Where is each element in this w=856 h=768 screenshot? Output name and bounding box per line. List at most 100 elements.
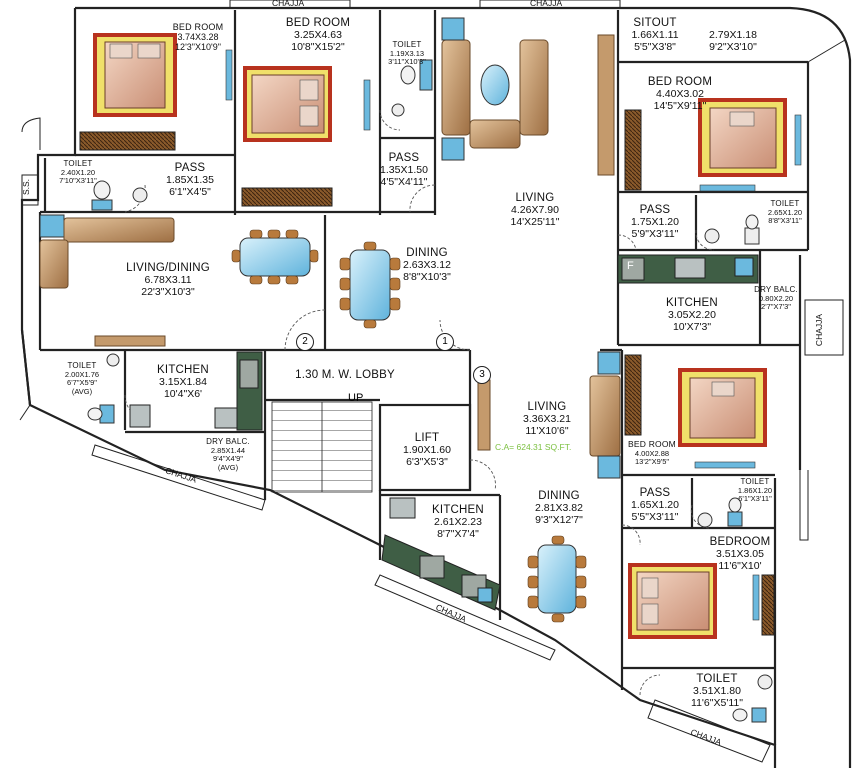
staircase-icon	[271, 401, 373, 493]
toilet-fixture-icon	[391, 59, 433, 117]
room-dim-ft: 7'10"X3'11"	[59, 176, 97, 186]
room-dim-m: 2.63X3.12	[403, 258, 451, 271]
fridge-label: F	[627, 260, 634, 272]
window-icon	[694, 461, 756, 469]
wardrobe-icon	[79, 131, 176, 151]
tv-unit-icon	[597, 34, 615, 176]
room-label-pass-3: PASS 1.75X1.20 5'9"X3'11"	[631, 204, 679, 240]
room-dim-ft: 10'X7'3"	[672, 320, 712, 333]
room-name: LIVING/DINING	[126, 262, 210, 274]
room-name: TOILET	[63, 159, 93, 168]
toilet-fixture-icon	[91, 180, 148, 211]
stair-up-label: UP	[348, 392, 364, 404]
room-label-living-dining: LIVING/DINING 6.78X3.11 22'3"X10'3"	[126, 262, 210, 298]
room-name: KITCHEN	[666, 297, 718, 309]
room-dim-m: 2.00X1.76	[64, 369, 100, 379]
chajja-label: CHAJJA	[272, 0, 305, 8]
room-dim-m: 1.86X1.20	[737, 485, 773, 495]
wardrobe-icon	[761, 574, 775, 636]
room-dim-m: 1.65X1.20	[631, 498, 679, 511]
room-dim-m: 1.66X1.11	[631, 28, 679, 41]
room-name: PASS	[388, 152, 420, 164]
room-dim-ft: 5'9"X3'11"	[631, 227, 679, 240]
room-dim-m: 1.35X1.50	[380, 163, 428, 176]
room-dim-m: 2.40X1.20	[60, 167, 96, 177]
room-name: BEDROOM	[709, 536, 771, 548]
room-dim-ft: 6'1"X4'5"	[169, 185, 211, 198]
room-label-toilet-left: TOILET 2.40X1.20 7'10"X3'11"	[59, 159, 97, 186]
dining-table-icon	[231, 229, 319, 285]
room-name: LIFT	[414, 432, 440, 444]
room-label-bedroom-2: BED ROOM 3.25X4.63 10'8"X15'2"	[286, 17, 350, 53]
ss-label: S.S.	[21, 178, 32, 196]
room-name: BED ROOM	[628, 439, 676, 449]
room-name: LIVING	[515, 192, 555, 204]
wardrobe-icon	[624, 109, 642, 191]
bed-icon	[93, 33, 177, 117]
room-label-toilet-right: TOILET 2.65X1.20 8'8"X3'11"	[768, 199, 802, 226]
window-icon	[699, 184, 756, 192]
room-name: DINING	[538, 490, 580, 502]
room-label-kitchen-right: KITCHEN 3.05X2.20 10'X7'3"	[666, 297, 718, 333]
room-note: (AVG)	[71, 386, 93, 396]
room-label-toilet-mid-left: TOILET 2.00X1.76 6'7"X5'9" (AVG)	[64, 361, 100, 396]
bed-icon	[678, 368, 767, 447]
room-dim-m: 3.51X3.05	[716, 547, 764, 560]
room-dim-m: 1.19X3.13	[389, 48, 425, 58]
dining-table-icon	[339, 241, 401, 329]
room-dim-m: 1.75X1.20	[631, 215, 679, 228]
room-name: TOILET	[740, 477, 770, 486]
sofa-icon	[39, 214, 175, 289]
room-label-bedroom-5: BEDROOM 3.51X3.05 11'6"X10'	[710, 536, 771, 572]
room-label-toilet-bottom: TOILET 3.51X1.80 11'6"X5'11"	[691, 673, 743, 709]
flat-number-2: 2	[296, 333, 314, 351]
room-dim-m: 3.25X4.63	[294, 28, 342, 41]
room-dim-m: 2.61X2.23	[434, 515, 482, 528]
room-dim-ft: 2'7"X7'3"	[761, 302, 791, 312]
room-name: LIVING	[527, 401, 567, 413]
toilet-fixture-icon	[697, 497, 743, 528]
room-dim-ft: 8'8"X10'3"	[403, 270, 451, 283]
bed-icon	[628, 563, 717, 639]
bed-icon	[243, 66, 332, 142]
room-label-dining-1: DINING 2.63X3.12 8'8"X10'3"	[403, 247, 451, 283]
room-name: TOILET	[67, 361, 97, 370]
walls	[20, 6, 852, 768]
room-label-kitchen-left: KITCHEN 3.15X1.84 10'4"X6'	[157, 364, 209, 400]
room-dim-m: 4.40X3.02	[656, 87, 704, 100]
room-label-lift: LIFT 1.90X1.60 6'3"X5'3"	[403, 432, 451, 468]
room-name: KITCHEN	[157, 364, 209, 376]
room-dim-ft: 14'X25'11"	[510, 215, 560, 228]
chajja-outlines	[19, 0, 846, 763]
room-label-dry-balc-right: DRY BALC. 0.80X2.20 2'7"X7'3"	[754, 285, 798, 312]
room-dim-m: 2.85X1.44	[210, 445, 246, 455]
flat-number-1: 1	[436, 333, 454, 351]
room-dim-m: 1.85X1.35	[166, 173, 214, 186]
room-dim-ft: 8'7"X7'4"	[437, 527, 479, 540]
room-name: PASS	[174, 162, 206, 174]
room-name: DRY BALC.	[754, 285, 798, 294]
room-label-bedroom-1: BED ROOM 3.74X3.28 12'3"X10'9"	[173, 22, 224, 52]
room-note: (AVG)	[217, 462, 239, 472]
room-label-dry-balc-left: DRY BALC. 2.85X1.44 9'4"X4'9" (AVG)	[206, 437, 250, 472]
bed-icon	[698, 98, 787, 177]
room-dim-ft: 11'6"X10'	[718, 559, 762, 572]
room-dim-ft: 12'3"X10'9"	[175, 42, 221, 53]
room-name: SITOUT	[633, 17, 677, 29]
room-label-pass-4: PASS 1.65X1.20 5'5"X3'11"	[631, 487, 679, 523]
room-dim-ft: 9'2"X3'10"	[709, 40, 757, 53]
room-name: PASS	[639, 204, 671, 216]
room-name: DINING	[406, 247, 448, 259]
room-dim-ft: 6'7"X5'9"	[67, 378, 97, 388]
room-dim-m: 3.51X1.80	[693, 684, 741, 697]
room-label-dining-3: DINING 2.81X3.82 9'3"X12'7"	[535, 490, 583, 526]
room-label-kitchen-3: KITCHEN 2.61X2.23 8'7"X7'4"	[432, 504, 484, 540]
room-dim-ft: 5'5"X3'8"	[634, 40, 676, 53]
window-icon	[225, 49, 233, 101]
room-label-pass-2: PASS 1.35X1.50 4'5"X4'11"	[380, 152, 428, 188]
room-dim-m: 1.90X1.60	[403, 443, 451, 456]
toilet-fixture-icon	[704, 214, 760, 245]
flat-number-3: 3	[473, 366, 491, 384]
window-icon	[752, 574, 760, 621]
room-name: TOILET	[392, 40, 422, 49]
